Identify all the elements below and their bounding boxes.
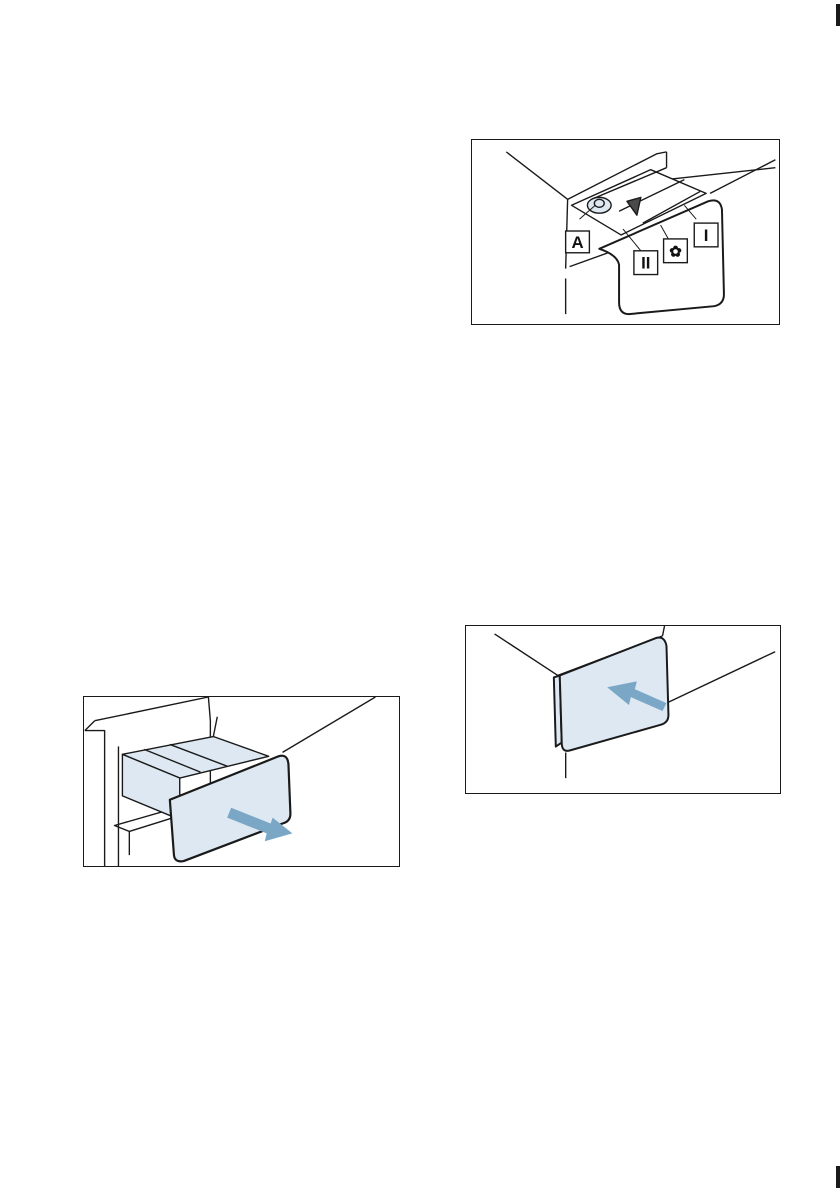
callout-label-ii: II — [641, 254, 650, 273]
machine-corner — [85, 721, 95, 731]
illustration-push-in-drawer — [466, 626, 780, 793]
callout-label-i: I — [704, 226, 709, 245]
machine-top-edge — [495, 634, 558, 676]
illustration-drawer-compartments: A II ✿ I — [472, 140, 779, 324]
callout-ii: II — [634, 251, 658, 275]
figure-push-in-drawer — [465, 625, 781, 794]
drawer-front-panel — [560, 638, 669, 751]
drawer-back-edge — [213, 717, 217, 737]
machine-side-edge — [85, 731, 105, 866]
machine-top-long-edge — [283, 697, 376, 752]
machine-top-long-edge-lower — [667, 168, 776, 180]
machine-top-long-edge — [666, 652, 775, 703]
figure-drawer-compartments: A II ✿ I — [471, 139, 780, 325]
illustration-pull-out-drawer — [84, 697, 399, 866]
machine-top-long-edge — [710, 160, 775, 194]
callout-softener: ✿ — [664, 239, 688, 263]
figure-pull-out-drawer — [83, 696, 400, 867]
page-edge-marker-bottom — [836, 1166, 840, 1188]
callout-label-a: A — [571, 233, 583, 252]
callout-a: A — [566, 231, 590, 253]
machine-top-edge — [95, 697, 209, 721]
machine-top-edge — [506, 152, 567, 199]
machine-top-corner — [663, 626, 665, 636]
page-edge-marker-top — [836, 4, 840, 26]
flower-icon: ✿ — [669, 245, 682, 261]
callout-i: I — [694, 223, 718, 247]
